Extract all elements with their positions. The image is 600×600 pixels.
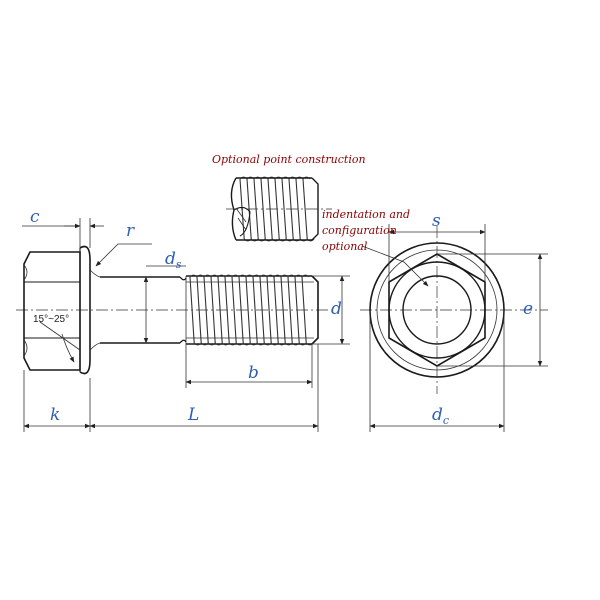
thread-line <box>280 276 286 344</box>
dim-label-ds: ds <box>165 249 182 271</box>
thread-line-crest <box>245 274 254 278</box>
note-point-construction: Optional point construction <box>212 153 366 166</box>
detail-thread-line <box>295 178 301 240</box>
thread-line-crest <box>238 274 247 278</box>
dimensions <box>22 218 548 432</box>
thread-line-root <box>277 342 286 346</box>
dim-label-e: e <box>523 299 533 319</box>
dim-label-r: r <box>126 221 135 241</box>
angle-label: 15°~25° <box>33 314 69 325</box>
thread-line <box>266 276 272 344</box>
note-indentation-line-1: indentation and <box>322 208 410 221</box>
thread-line-root <box>200 342 209 346</box>
detail-thread-line <box>281 178 287 240</box>
threaded-section <box>185 274 319 346</box>
thread-line-root <box>214 342 223 346</box>
thread-line-crest <box>189 274 198 278</box>
angle-marker: 15°~25° <box>33 314 81 363</box>
thread-line-crest <box>196 274 205 278</box>
point-detail <box>226 176 332 242</box>
dim-label-d: d <box>331 299 342 319</box>
note-indentation-line-2: configuration <box>322 224 397 237</box>
thread-line-crest <box>259 274 268 278</box>
thread-line-crest <box>280 274 289 278</box>
thread-line-crest <box>252 274 261 278</box>
thread-line-crest <box>224 274 233 278</box>
dim-label-ds-main: d <box>165 249 176 269</box>
thread-line <box>224 276 230 344</box>
thread-line-root <box>256 342 265 346</box>
dim-label-dc: dc <box>432 405 449 427</box>
thread-line <box>245 276 251 344</box>
thread-line <box>231 276 237 344</box>
thread-line-crest <box>301 274 310 278</box>
dim-label-L: L <box>187 405 199 425</box>
thread-line <box>252 276 258 344</box>
detail-thread-line <box>302 178 308 240</box>
thread-line <box>210 276 216 344</box>
thread-line-root <box>270 342 279 346</box>
thread-line-crest <box>203 274 212 278</box>
dim-label-ds-sub: s <box>176 258 182 271</box>
dim-label-s: s <box>432 211 441 231</box>
thread-line-root <box>235 342 244 346</box>
thread-line-root <box>207 342 216 346</box>
bolt-side-view: 15°~25° <box>16 245 330 375</box>
thread-line <box>273 276 279 344</box>
detail-thread-line <box>260 178 266 240</box>
thread-line-root <box>305 342 314 346</box>
thread-line-root <box>249 342 258 346</box>
thread-line-root <box>298 342 307 346</box>
thread-line-crest <box>266 274 275 278</box>
thread-line-crest <box>287 274 296 278</box>
thread-line-root <box>263 342 272 346</box>
thread-line <box>259 276 265 344</box>
hex-head <box>23 251 81 371</box>
dim-label-dc-main: d <box>432 405 443 425</box>
thread-line-crest <box>217 274 226 278</box>
dim-label-k: k <box>50 405 60 425</box>
dim-label-b: b <box>248 363 259 383</box>
thread-line-root <box>284 342 293 346</box>
thread-line-root <box>228 342 237 346</box>
thread-line <box>287 276 293 344</box>
dim-label-dc-sub: c <box>443 414 449 427</box>
thread-line-crest <box>273 274 282 278</box>
thread-line-root <box>242 342 251 346</box>
thread-line <box>203 276 209 344</box>
thread-line-root <box>291 342 300 346</box>
thread-line <box>294 276 300 344</box>
note-indentation-line-3: optional <box>322 240 368 253</box>
thread-line <box>238 276 244 344</box>
bolt-end-view <box>360 226 548 394</box>
thread-line <box>189 276 195 344</box>
thread-line-root <box>221 342 230 346</box>
dim-label-c: c <box>30 207 40 227</box>
flange <box>79 245 101 375</box>
thread-line-crest <box>294 274 303 278</box>
thread-line-crest <box>231 274 240 278</box>
thread-line <box>196 276 202 344</box>
thread-line-root <box>193 342 202 346</box>
thread-line <box>301 276 307 344</box>
thread-line-crest <box>210 274 219 278</box>
thread-line <box>217 276 223 344</box>
